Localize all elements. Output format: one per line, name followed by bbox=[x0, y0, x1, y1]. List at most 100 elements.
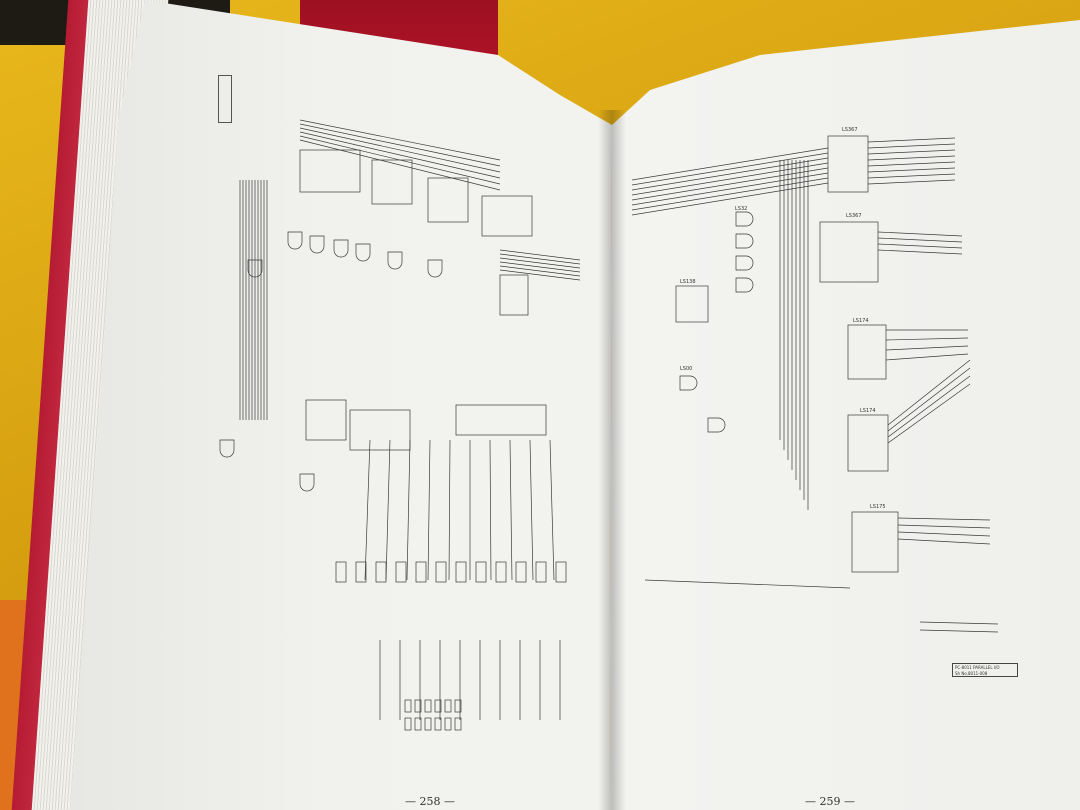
bus-line bbox=[499, 265, 581, 277]
wire bbox=[549, 439, 555, 581]
resistor bbox=[515, 561, 527, 583]
ic-chip bbox=[847, 324, 887, 380]
resistor bbox=[555, 561, 567, 583]
resistor bbox=[535, 561, 547, 583]
ic-chip bbox=[851, 511, 899, 573]
ic-chip bbox=[305, 399, 347, 441]
resistor bbox=[455, 561, 467, 583]
output-line bbox=[867, 155, 956, 161]
resistor bbox=[395, 561, 407, 583]
output-line bbox=[867, 143, 956, 149]
connector-pin bbox=[444, 699, 452, 713]
connector-pin bbox=[454, 699, 462, 713]
ic-chip bbox=[455, 404, 547, 436]
logic-gate bbox=[333, 239, 349, 258]
output-line bbox=[867, 173, 956, 179]
bus-line bbox=[299, 123, 501, 167]
strobe-line bbox=[919, 621, 999, 625]
logic-gate bbox=[287, 231, 303, 250]
connector-pin bbox=[424, 717, 432, 731]
bus-line bbox=[499, 257, 581, 269]
logic-gate bbox=[299, 473, 315, 492]
reset-line bbox=[644, 579, 851, 589]
output-line bbox=[877, 237, 963, 243]
bus-line bbox=[299, 119, 501, 161]
output-line bbox=[877, 231, 963, 237]
resistor bbox=[495, 561, 507, 583]
resistor bbox=[355, 561, 367, 583]
resistor bbox=[475, 561, 487, 583]
bus-line bbox=[631, 152, 829, 186]
ic-chip bbox=[819, 221, 879, 283]
logic-gate bbox=[735, 211, 754, 227]
logic-gate bbox=[427, 259, 443, 278]
schematic-title-block: PC-8011 PARALLEL I/O Sh No.8011-008 bbox=[952, 663, 1018, 677]
chip-label: LS367 bbox=[846, 213, 862, 219]
connector-pin bbox=[414, 717, 422, 731]
connector-pin bbox=[434, 717, 442, 731]
wire bbox=[385, 439, 391, 581]
bus-line bbox=[631, 162, 829, 196]
output-line bbox=[867, 167, 956, 173]
output-line bbox=[877, 249, 963, 255]
output-line bbox=[897, 531, 991, 537]
connector-pin bbox=[424, 699, 432, 713]
logic-gate bbox=[735, 255, 754, 271]
bus-line bbox=[631, 177, 829, 211]
bus-line bbox=[631, 182, 829, 216]
bus-line bbox=[631, 147, 829, 181]
resistor bbox=[375, 561, 387, 583]
wire bbox=[489, 439, 492, 581]
logic-gate bbox=[735, 277, 754, 293]
strobe-line bbox=[919, 629, 999, 633]
output-line bbox=[867, 149, 956, 155]
ic-chip bbox=[371, 159, 413, 205]
output-line bbox=[887, 359, 971, 426]
output-line bbox=[897, 517, 991, 521]
bus-line bbox=[499, 269, 581, 281]
output-line bbox=[867, 137, 956, 143]
chip-label: LS32 bbox=[735, 206, 748, 212]
wire bbox=[427, 439, 431, 581]
logic-gate bbox=[387, 251, 403, 270]
ic-chip bbox=[299, 149, 361, 193]
book-gutter-shadow bbox=[598, 110, 626, 810]
bus-line bbox=[499, 253, 581, 265]
ic-chip bbox=[481, 195, 533, 237]
chip-label: LS138 bbox=[680, 279, 696, 285]
chip-label: LS174 bbox=[853, 318, 869, 324]
wire bbox=[509, 439, 513, 581]
output-line bbox=[877, 243, 963, 249]
resistor bbox=[415, 561, 427, 583]
logic-gate bbox=[309, 235, 325, 254]
output-line bbox=[885, 353, 969, 361]
logic-gate bbox=[219, 439, 235, 458]
right-page-number: — 259 — bbox=[805, 795, 855, 808]
connector-pin bbox=[404, 699, 412, 713]
ic-chip bbox=[427, 177, 469, 223]
resistor bbox=[335, 561, 347, 583]
left-page-number: — 258 — bbox=[405, 795, 455, 808]
output-line bbox=[897, 524, 991, 529]
bus-line bbox=[299, 135, 501, 185]
bus-line bbox=[299, 131, 501, 179]
connector-pin bbox=[404, 717, 412, 731]
connector-pin bbox=[454, 717, 462, 731]
bus-line bbox=[631, 172, 829, 206]
left-page-margin-label bbox=[218, 75, 232, 123]
output-line bbox=[867, 179, 956, 185]
output-line bbox=[885, 345, 969, 351]
resistor bbox=[435, 561, 447, 583]
bus-line bbox=[299, 127, 501, 173]
output-line bbox=[885, 337, 969, 341]
ic-chip bbox=[675, 285, 709, 323]
chip-label: LS367 bbox=[842, 127, 858, 133]
bus-line bbox=[299, 139, 501, 191]
wire bbox=[364, 439, 371, 581]
logic-gate bbox=[247, 259, 263, 278]
logic-gate bbox=[707, 417, 726, 433]
